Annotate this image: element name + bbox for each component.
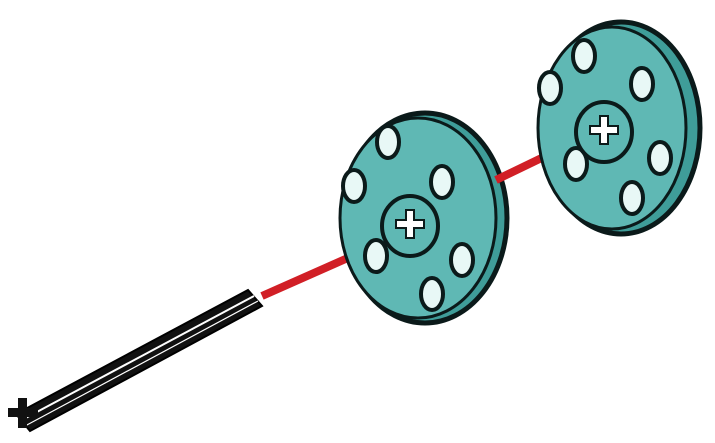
wheel-hole <box>365 240 387 272</box>
wheel-hole <box>377 126 399 158</box>
wheel-hole <box>539 72 561 104</box>
wheel-hole <box>631 68 653 100</box>
wheel-hole <box>431 166 453 198</box>
axle-highlight <box>25 301 258 426</box>
wheel-hole <box>343 170 365 202</box>
axle-highlight <box>20 296 254 421</box>
wheel-hole <box>573 40 595 72</box>
cross-axle-icon <box>8 290 262 431</box>
wheel-hole <box>621 182 643 214</box>
wheel-hole <box>649 142 671 174</box>
pulley-wheel-icon <box>340 113 507 323</box>
axle-end-cross <box>18 398 27 428</box>
wheel-hole <box>421 278 443 310</box>
pulley-wheel-icon <box>538 22 700 234</box>
wheel-hole <box>451 244 473 276</box>
